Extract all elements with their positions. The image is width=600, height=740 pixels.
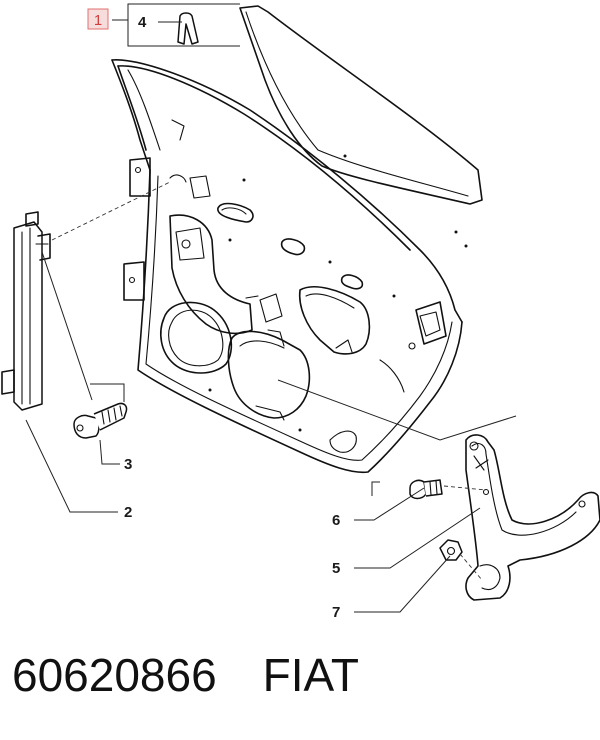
door-panel	[111, 59, 468, 474]
screw-bolt	[73, 402, 128, 439]
callout-7: 7	[332, 604, 340, 621]
regulator-nut	[439, 539, 463, 561]
brand-name: FIAT	[262, 649, 359, 701]
part-number: 60620866	[12, 649, 217, 701]
window-glass	[239, 5, 483, 205]
callout-6: 6	[332, 512, 340, 529]
glass-clip	[177, 12, 199, 45]
callout-1-box: 1	[87, 8, 109, 30]
window-guide-rail	[1, 211, 51, 411]
footer-caption: 60620866 FIAT	[12, 648, 359, 702]
callout-2: 2	[124, 504, 132, 521]
assembly-dashed-lines	[51, 181, 487, 581]
regulator-screw	[409, 479, 443, 500]
callout-1: 1	[94, 12, 102, 29]
leader-lines	[25, 3, 517, 613]
callout-3: 3	[124, 456, 132, 473]
window-regulator	[465, 434, 600, 601]
callout-4: 4	[138, 14, 147, 31]
callout-5: 5	[332, 560, 340, 577]
